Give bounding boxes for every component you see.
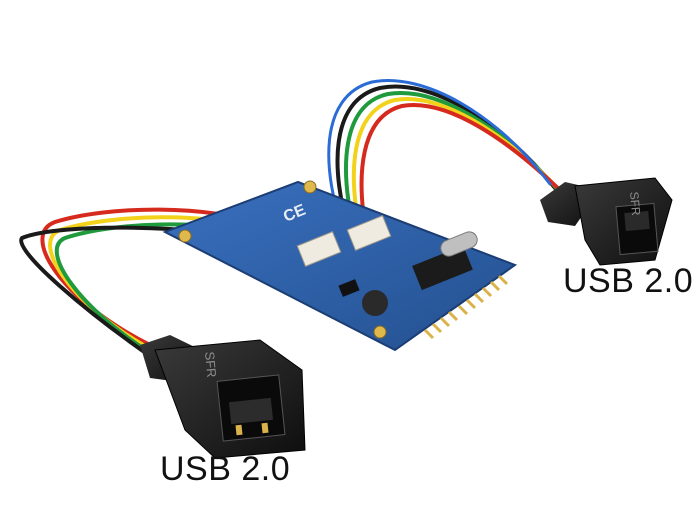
sfr-marking-left: SFR [202, 351, 219, 378]
sfr-marking-right: SFR [627, 191, 643, 216]
left-usb-connector: SFR [140, 335, 306, 459]
right-connector-label: USB 2.0 [563, 262, 694, 300]
left-connector-label: USB 2.0 [160, 450, 291, 488]
right-cable [327, 79, 572, 244]
right-usb-connector: SFR [540, 177, 673, 266]
mini-pcie-board: CE [162, 180, 518, 352]
gold-contacts [423, 274, 509, 340]
